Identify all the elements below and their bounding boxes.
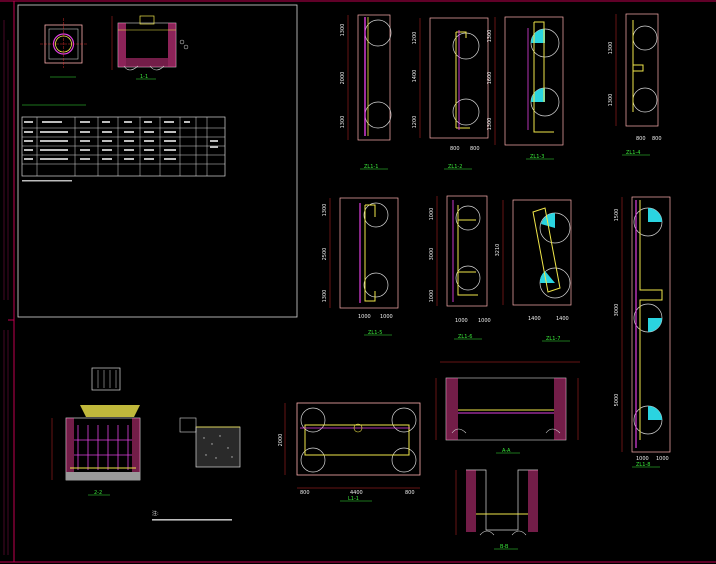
dimension-label: 1300 [340, 24, 346, 37]
rebar-details [329, 13, 671, 453]
dimension-label: 1200 [412, 32, 418, 45]
dimension-label: 1000 [429, 290, 435, 303]
dimension-label: 1000 [636, 456, 649, 462]
detail-caption-d8: ZL1-8 [636, 462, 650, 468]
section-1-1: 1-1 [111, 15, 189, 80]
plan-view-caption: L1-1 [348, 496, 359, 502]
dimension-label: 5000 [614, 394, 620, 407]
detail-caption-d1: ZL1-1 [364, 164, 378, 170]
dimension-label: 1500 [614, 209, 620, 222]
dimension-label: 1400 [412, 70, 418, 83]
top-left-panel: 1-1 [17, 4, 298, 318]
section-b-b [455, 469, 538, 536]
dimension-label: 3000 [429, 248, 435, 261]
dimension-label: 1400 [528, 316, 541, 322]
cover-grate [91, 367, 121, 391]
section-bb-caption: B-B [500, 544, 509, 550]
dimension-label: 1300 [340, 116, 346, 129]
rebar-table [21, 104, 226, 182]
plan-dimension-label: 800 [405, 490, 415, 496]
dimension-label: 3210 [495, 244, 501, 257]
detail-caption-d2: ZL1-2 [448, 164, 462, 170]
dimension-label: 2000 [340, 72, 346, 85]
dimension-label: 1400 [556, 316, 569, 322]
detail-caption-d5: ZL1-5 [368, 330, 382, 336]
section-a-a [435, 361, 580, 441]
detail-zl1-7 [502, 199, 572, 306]
detail-zl1-4 [615, 13, 659, 127]
dimension-texts: 1300 2000 1300 1200 1400 1200 800 800 1300 1600 13… [278, 24, 669, 496]
plan-view-l1-1 [284, 402, 421, 489]
dimension-label: 1000 [429, 208, 435, 221]
detail-zl1-3 [494, 16, 564, 146]
dimension-label: 800 [470, 146, 480, 152]
dimension-label: 1300 [487, 118, 493, 131]
detail-zl1-1 [347, 14, 392, 141]
dimension-label: 1000 [478, 318, 491, 324]
bottom-left-sections: 2-2 注: [51, 367, 241, 521]
detail-caption-d4: ZL1-4 [626, 150, 640, 156]
dimension-label: 1000 [358, 314, 371, 320]
section-aa-caption: A-A [502, 448, 511, 454]
dimension-label: 800 [652, 136, 662, 142]
detail-zl1-2 [419, 17, 489, 139]
dimension-label: 1300 [608, 94, 614, 107]
dimension-label: 1300 [608, 42, 614, 55]
dimension-label: 1200 [412, 116, 418, 129]
notes-title: 注: [152, 510, 159, 517]
plan-dimension-label: 800 [300, 490, 310, 496]
dimension-label: 1000 [455, 318, 468, 324]
detail-zl1-6 [436, 195, 488, 307]
dimension-label: 1300 [322, 204, 328, 217]
manhole-plan [40, 18, 87, 78]
dimension-label: 2500 [322, 248, 328, 261]
dimension-label: 1300 [487, 30, 493, 43]
detail-zl1-8 [621, 196, 671, 453]
dimension-label: 1000 [380, 314, 393, 320]
section-3-3 [179, 417, 241, 468]
dimension-label: 800 [450, 146, 460, 152]
plan-dimension-label: 2000 [278, 434, 284, 447]
dimension-label: 3000 [614, 304, 620, 317]
detail-caption-d3: ZL1-3 [530, 154, 544, 160]
detail-zl1-5 [329, 197, 399, 309]
detail-caption-d7: ZL1-7 [546, 336, 560, 342]
section-1-1-caption: 1-1 [140, 74, 148, 80]
dimension-label: 1600 [487, 72, 493, 85]
detail-caption-d6: ZL1-6 [458, 334, 472, 340]
dimension-label: 1000 [656, 456, 669, 462]
plan-dimension-label: 4400 [350, 490, 363, 496]
dimension-label: 1300 [322, 290, 328, 303]
section-2-2: 2-2 [51, 405, 141, 496]
section-2-2-caption: 2-2 [94, 490, 102, 496]
dimension-label: 800 [636, 136, 646, 142]
